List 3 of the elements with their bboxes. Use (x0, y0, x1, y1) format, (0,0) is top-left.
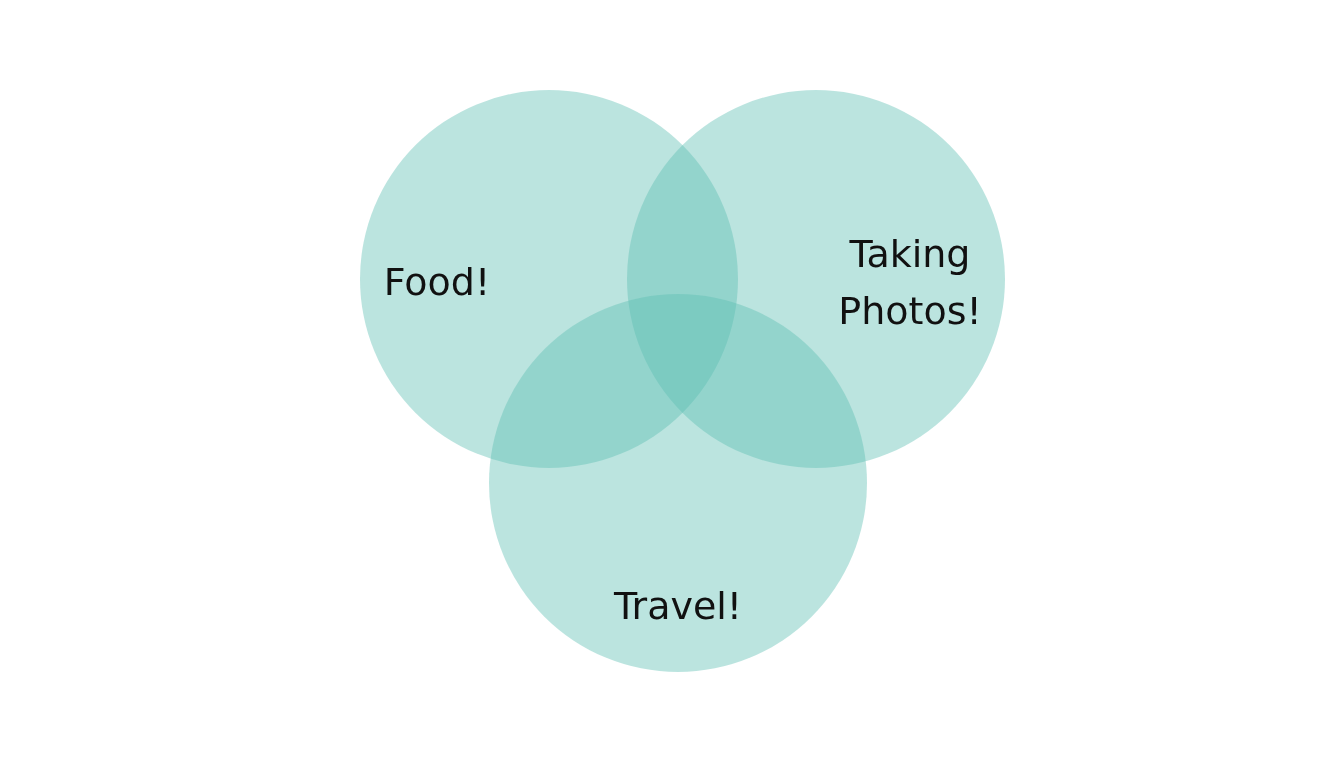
circle-label: Taking Photos! (837, 231, 983, 335)
circle-label: Travel! (612, 582, 744, 630)
circle-label: Food! (382, 258, 492, 306)
